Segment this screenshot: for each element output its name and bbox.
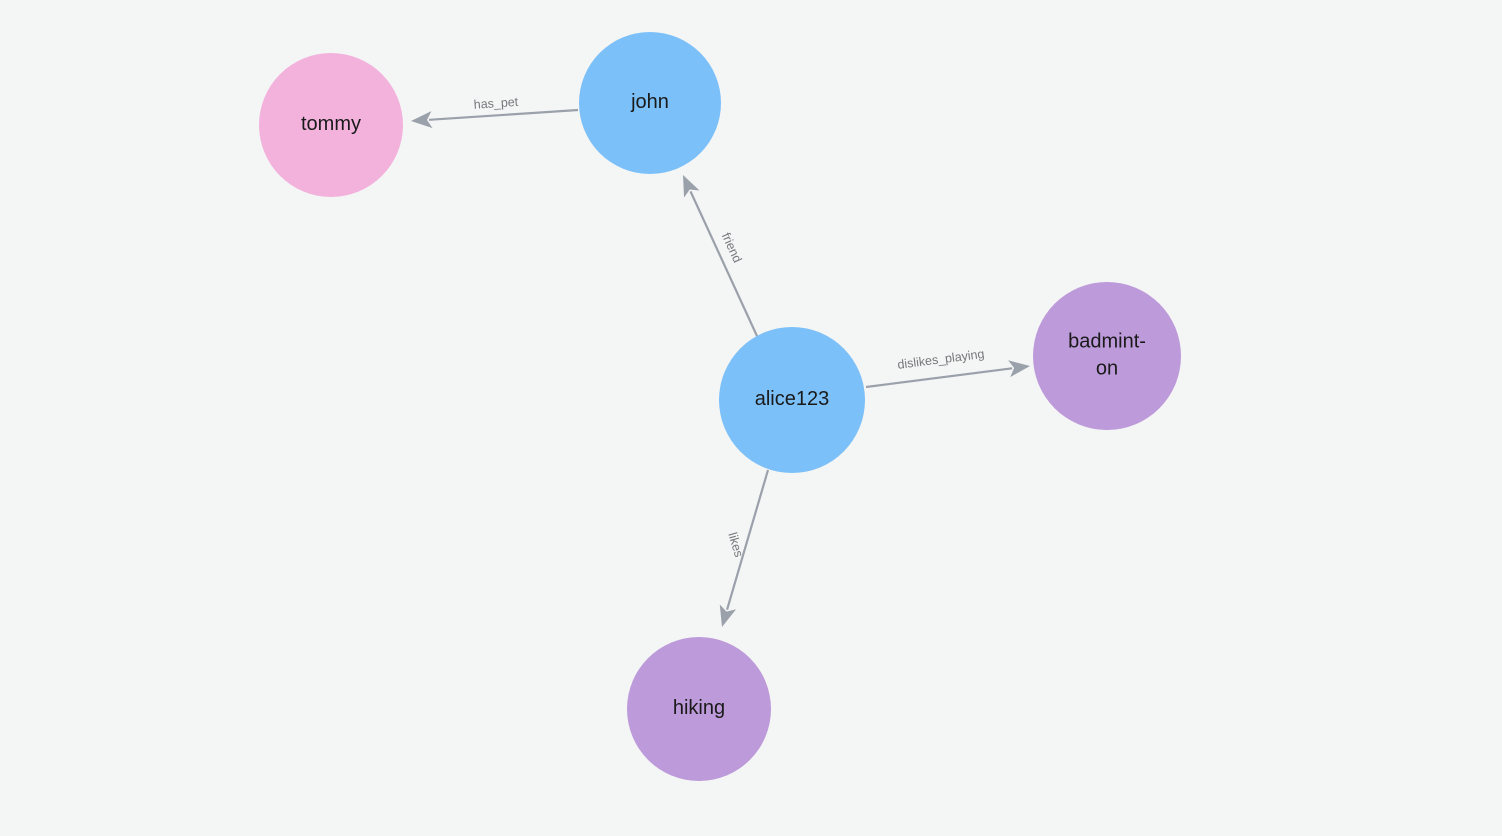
edge-arrowhead — [411, 111, 433, 129]
edge-arrowhead — [1008, 360, 1030, 378]
edge-arrowhead — [719, 604, 737, 627]
graph-node[interactable]: alice123 — [719, 327, 865, 473]
node-circle[interactable] — [719, 327, 865, 473]
node-circle[interactable] — [259, 53, 403, 197]
graph-node[interactable]: badmint-on — [1033, 282, 1181, 430]
node-circle[interactable] — [1033, 282, 1181, 430]
graph-node[interactable]: hiking — [627, 637, 771, 781]
edge-arrowhead — [683, 175, 700, 198]
graph-node[interactable]: john — [579, 32, 721, 174]
node-circle[interactable] — [579, 32, 721, 174]
node-circle[interactable] — [627, 637, 771, 781]
graph-node[interactable]: tommy — [259, 53, 403, 197]
edge-line — [689, 190, 758, 337]
edge-line — [726, 469, 770, 611]
edge-line — [865, 367, 1013, 389]
edge-line — [428, 108, 579, 121]
